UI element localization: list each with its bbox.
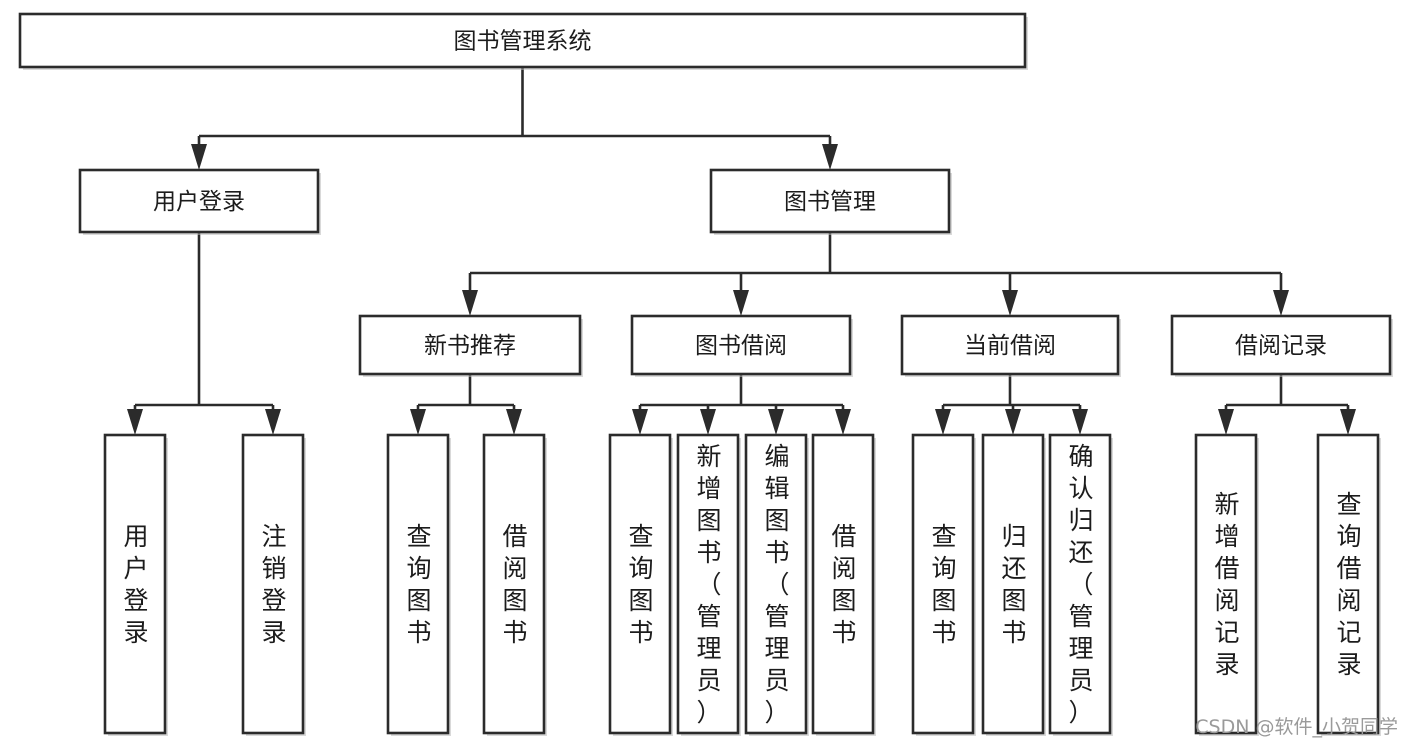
node-leaf-borrow-borrow-book[interactable]: 借阅图书 <box>811 433 876 736</box>
node-label: 注销登录 <box>261 522 286 647</box>
node-box[interactable] <box>709 168 951 234</box>
node-label: 借阅记录 <box>1235 333 1327 359</box>
node-box[interactable] <box>1194 433 1258 735</box>
node-box[interactable] <box>811 433 875 735</box>
arrow-head-icon <box>265 409 281 435</box>
node-label: 图书管理系统 <box>454 29 592 55</box>
node-box[interactable] <box>241 433 305 735</box>
node-box[interactable] <box>911 433 975 735</box>
arrow-head-icon <box>1002 290 1018 316</box>
node-leaf-record-add[interactable]: 新增借阅记录 <box>1194 433 1259 736</box>
node-book-borrow[interactable]: 图书借阅 <box>630 314 853 377</box>
node-label: 查询图书 <box>628 522 653 647</box>
node-box[interactable] <box>386 433 450 735</box>
node-box[interactable] <box>900 314 1120 376</box>
node-leaf-record-query[interactable]: 查询借阅记录 <box>1316 433 1381 736</box>
node-leaf-borrow-edit-book[interactable]: 编辑图书（管理员） <box>744 433 809 736</box>
arrow-head-icon <box>733 290 749 316</box>
csdn-watermark: CSDN @软件_小贺同学 <box>1195 716 1398 738</box>
arrow-head-icon <box>1218 409 1234 435</box>
node-book-manage[interactable]: 图书管理 <box>709 168 952 235</box>
arrow-head-icon <box>462 290 478 316</box>
node-label: 图书管理 <box>784 189 876 215</box>
node-box[interactable] <box>358 314 582 376</box>
node-box[interactable] <box>1170 314 1392 376</box>
node-current-borrow[interactable]: 当前借阅 <box>900 314 1121 377</box>
node-new-book-rec[interactable]: 新书推荐 <box>358 314 583 377</box>
node-borrow-record[interactable]: 借阅记录 <box>1170 314 1393 377</box>
node-box[interactable] <box>1316 433 1380 735</box>
node-box[interactable] <box>482 433 546 735</box>
node-box[interactable] <box>1048 433 1112 735</box>
node-leaf-current-return-book[interactable]: 归还图书 <box>981 433 1046 736</box>
node-user-login[interactable]: 用户登录 <box>78 168 321 235</box>
node-label: 用户登录 <box>153 189 245 215</box>
arrow-head-icon <box>191 144 207 170</box>
node-box[interactable] <box>744 433 808 735</box>
arrow-head-icon <box>410 409 426 435</box>
node-leaf-user-logout[interactable]: 注销登录 <box>241 433 306 736</box>
node-leaf-rec-borrow-book[interactable]: 借阅图书 <box>482 433 547 736</box>
node-label: 编辑图书（管理员） <box>764 442 789 727</box>
node-label: 新书推荐 <box>424 333 516 359</box>
node-box[interactable] <box>608 433 672 735</box>
node-leaf-current-query-book[interactable]: 查询图书 <box>911 433 976 736</box>
node-box[interactable] <box>981 433 1045 735</box>
connector-layer <box>127 67 1356 435</box>
arrow-head-icon <box>1072 409 1088 435</box>
arrow-head-icon <box>1273 290 1289 316</box>
node-label: 新增图书（管理员） <box>696 442 721 727</box>
arrow-head-icon <box>768 409 784 435</box>
arrow-head-icon <box>935 409 951 435</box>
arrow-head-icon <box>1340 409 1356 435</box>
arrow-head-icon <box>700 409 716 435</box>
node-leaf-user-login[interactable]: 用户登录 <box>103 433 168 736</box>
arrow-head-icon <box>506 409 522 435</box>
node-box[interactable] <box>103 433 167 735</box>
watermark-layer: CSDN @软件_小贺同学 <box>1195 716 1398 738</box>
node-label: 用户登录 <box>123 522 148 647</box>
node-leaf-borrow-query-book[interactable]: 查询图书 <box>608 433 673 736</box>
node-box[interactable] <box>18 12 1027 69</box>
arrow-head-icon <box>835 409 851 435</box>
node-label: 图书借阅 <box>695 333 787 359</box>
node-label: 借阅图书 <box>502 522 527 647</box>
node-label: 归还图书 <box>1001 522 1026 647</box>
node-label: 查询图书 <box>406 522 431 647</box>
arrow-head-icon <box>632 409 648 435</box>
node-layer: 图书管理系统用户登录图书管理新书推荐图书借阅当前借阅借阅记录用户登录注销登录查询… <box>18 12 1393 736</box>
node-root[interactable]: 图书管理系统 <box>18 12 1028 70</box>
node-box[interactable] <box>676 433 740 735</box>
node-label: 新增借阅记录 <box>1214 490 1239 679</box>
node-leaf-borrow-add-book[interactable]: 新增图书（管理员） <box>676 433 741 736</box>
node-label: 查询借阅记录 <box>1336 490 1361 679</box>
node-label: 当前借阅 <box>964 333 1056 359</box>
node-label: 确认归还（管理员） <box>1068 442 1093 727</box>
node-leaf-current-confirm-return[interactable]: 确认归还（管理员） <box>1048 433 1113 736</box>
arrow-head-icon <box>127 409 143 435</box>
node-box[interactable] <box>630 314 852 376</box>
node-label: 借阅图书 <box>831 522 856 647</box>
node-label: 查询图书 <box>931 522 956 647</box>
node-box[interactable] <box>78 168 320 234</box>
arrow-head-icon <box>822 144 838 170</box>
arrow-head-icon <box>1005 409 1021 435</box>
node-leaf-rec-query-book[interactable]: 查询图书 <box>386 433 451 736</box>
